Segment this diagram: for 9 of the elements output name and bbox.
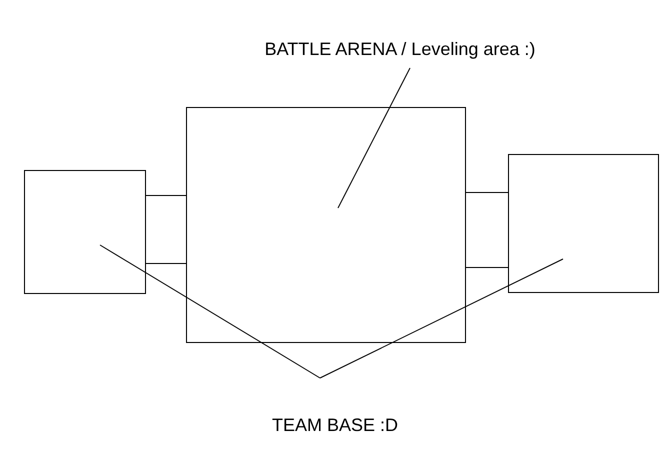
leader-line bbox=[338, 68, 410, 208]
area-label: BATTLE ARENA / Leveling area :) bbox=[264, 39, 536, 60]
arena-room bbox=[186, 107, 466, 343]
leader-line bbox=[320, 258, 564, 378]
area-label: TEAM BASE :D bbox=[272, 415, 398, 436]
corridor-room bbox=[145, 195, 188, 264]
team-base-room bbox=[508, 154, 659, 293]
team-base-room bbox=[24, 170, 146, 294]
corridor-room bbox=[465, 192, 509, 268]
